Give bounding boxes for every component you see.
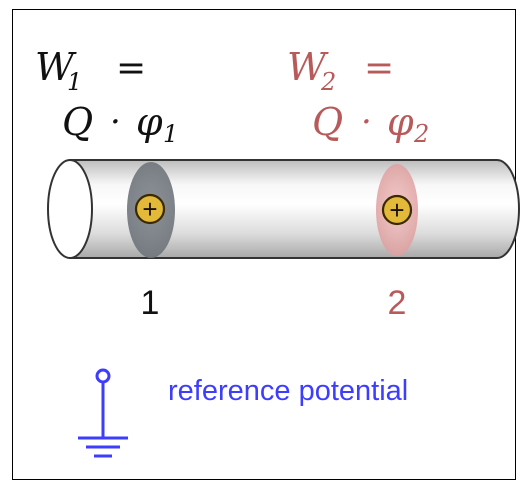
ground-icon <box>78 368 128 458</box>
positive-charge-1: + <box>134 193 166 225</box>
phi1-symbol: φ <box>136 100 163 144</box>
equation-w2: W 2 = Q · φ 2 <box>287 45 429 148</box>
w1-subscript: 1 <box>67 68 82 96</box>
q2-symbol: Q <box>312 100 343 144</box>
equation-w1: W 1 = Q · φ 1 <box>35 45 178 148</box>
w2-symbol: W <box>287 45 329 89</box>
dot1-symbol: · <box>110 102 121 142</box>
cylinder-end-cap <box>47 159 93 259</box>
w2-subscript: 2 <box>320 68 336 96</box>
position-label-2: 2 <box>388 284 407 322</box>
position-label-1: 1 <box>141 284 160 322</box>
w2-equals: = <box>364 48 394 89</box>
dot2-symbol: · <box>361 102 372 142</box>
positive-charge-2: + <box>381 194 413 226</box>
w1-equals: = <box>116 48 146 89</box>
conductor-cylinder <box>47 159 520 259</box>
phi2-symbol: φ <box>387 100 414 144</box>
reference-potential-label: reference potential <box>168 375 408 407</box>
w1-symbol: W <box>35 45 77 89</box>
phi1-subscript: 1 <box>163 120 178 148</box>
charge-1-circle <box>134 193 166 225</box>
q1-symbol: Q <box>62 100 93 144</box>
charge-2-plus-icon: + <box>389 195 404 225</box>
charge-2-circle <box>381 194 413 226</box>
charge-1-plus-icon: + <box>142 194 157 224</box>
phi2-subscript: 2 <box>413 120 429 148</box>
